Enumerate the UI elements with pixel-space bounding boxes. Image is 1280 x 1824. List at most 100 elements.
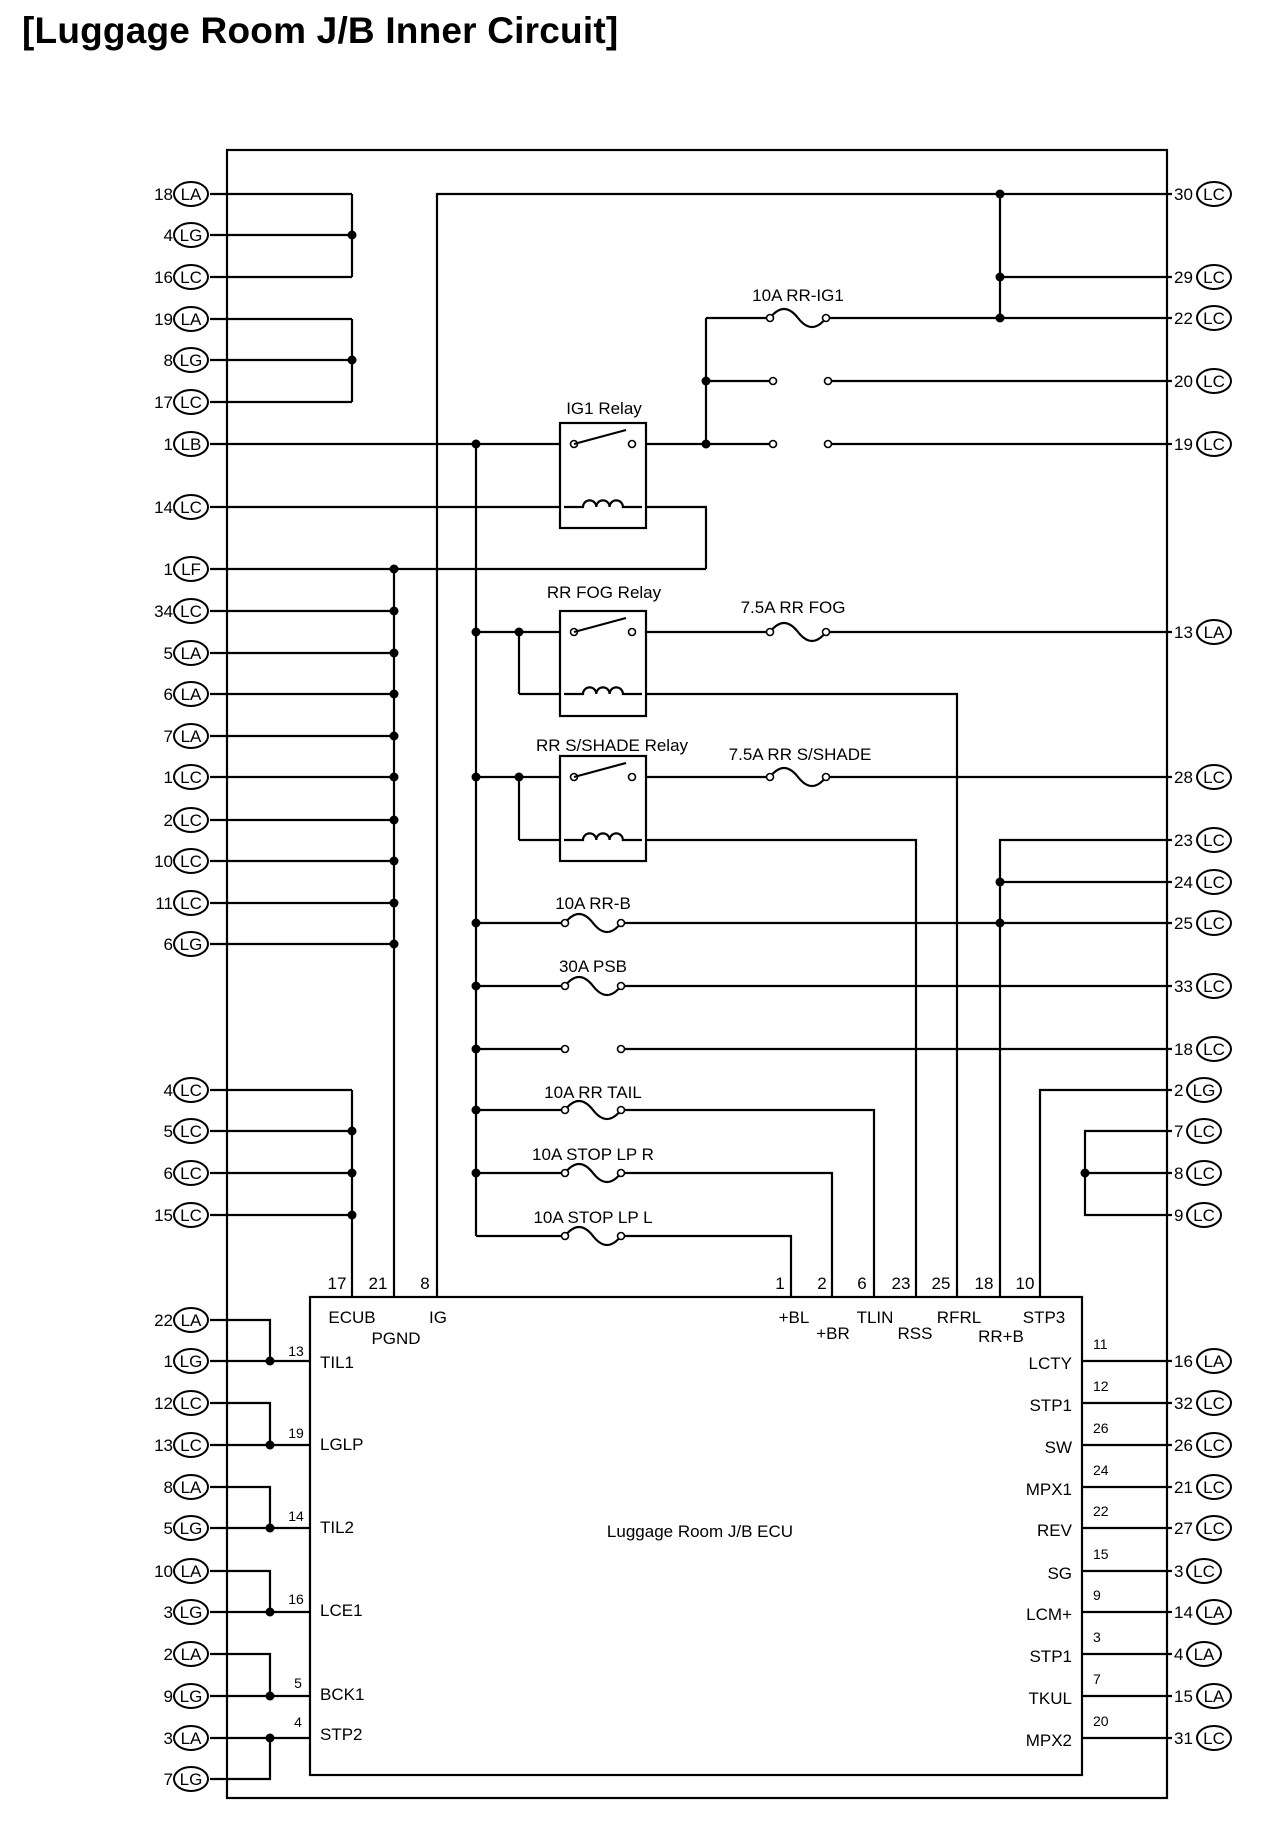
- connector-pin: 4: [164, 1081, 173, 1100]
- connector-oval: [173, 890, 209, 916]
- connector-oval: [173, 723, 209, 749]
- connector-code: LA: [181, 1311, 202, 1330]
- junction-dot: [347, 1168, 357, 1178]
- connector-label: 6 LA: [164, 681, 209, 707]
- junction-dot: [265, 1691, 275, 1701]
- connector-pin: 7: [164, 1770, 173, 1789]
- junction-dot: [265, 1356, 275, 1366]
- ecu-right-pin-label: MPX1: [1026, 1480, 1072, 1499]
- connector-code: LC: [1203, 268, 1225, 287]
- ecu-left-pin-num: 4: [294, 1714, 302, 1730]
- fuse-symbol: [564, 1099, 622, 1121]
- connector-code: LA: [181, 685, 202, 704]
- ecu-right-pin-label: REV: [1037, 1521, 1073, 1540]
- connector-pin: 19: [154, 310, 173, 329]
- connector-pin: 28: [1174, 768, 1193, 787]
- connector-oval: [173, 347, 209, 373]
- connector-code: LG: [180, 1603, 203, 1622]
- connector-pin: 22: [154, 1311, 173, 1330]
- ecu-right-pin-label: SG: [1047, 1564, 1072, 1583]
- connector-pin: 9: [1174, 1206, 1183, 1225]
- connector-pin: 25: [1174, 914, 1193, 933]
- connector-oval: [1196, 869, 1232, 895]
- connector-pin: 14: [1174, 1603, 1193, 1622]
- connector-oval: [173, 1474, 209, 1500]
- connector-code: LA: [181, 310, 202, 329]
- connector-pin: 6: [164, 935, 173, 954]
- junction-dot: [995, 877, 1005, 887]
- connector-oval: [173, 306, 209, 332]
- connector-code: LC: [1203, 1040, 1225, 1059]
- junction-dot: [1080, 1168, 1090, 1178]
- connector-pin: 20: [1174, 372, 1193, 391]
- connector-oval: [1196, 1432, 1232, 1458]
- connector-oval: [173, 431, 209, 457]
- connector-code: LC: [1193, 1164, 1215, 1183]
- connector-pin: 13: [154, 1436, 173, 1455]
- open-terminal: [616, 1044, 626, 1054]
- ecu-right-pin-num: 7: [1093, 1671, 1101, 1687]
- connector-oval: [1186, 1202, 1222, 1228]
- connector-code: LC: [180, 1394, 202, 1413]
- connector-oval: [173, 764, 209, 790]
- connector-code: LC: [180, 1436, 202, 1455]
- relay-switch-arm: [573, 761, 627, 779]
- connector-oval: [173, 807, 209, 833]
- connector-pin: 19: [1174, 435, 1193, 454]
- fuse-label-rr-fog: 7.5A RR FOG: [741, 598, 846, 617]
- connector-pin: 6: [164, 685, 173, 704]
- connector-code: LC: [180, 602, 202, 621]
- ecu-right-pin-num: 11: [1093, 1336, 1108, 1352]
- fog-relay-label: RR FOG Relay: [547, 583, 662, 602]
- connector-oval: [173, 1390, 209, 1416]
- junction-dot: [347, 355, 357, 365]
- ecu-left-pin-num: 13: [288, 1343, 304, 1359]
- wire: [646, 692, 959, 1297]
- ecu-top-pin-label: PGND: [371, 1329, 420, 1348]
- connector-oval: [1196, 431, 1232, 457]
- connector-pin: 3: [1174, 1562, 1183, 1581]
- connector-oval: [1186, 1077, 1222, 1103]
- connector-pin: 14: [154, 498, 173, 517]
- connector-oval: [1196, 1683, 1232, 1709]
- connector-pin: 18: [154, 185, 173, 204]
- connector-code: LA: [1204, 623, 1225, 642]
- connector-oval: [1196, 264, 1232, 290]
- connector-code: LA: [1204, 1603, 1225, 1622]
- connector-oval: [173, 931, 209, 957]
- connector-pin: 26: [1174, 1436, 1193, 1455]
- connector-code: LC: [1203, 1394, 1225, 1413]
- ecu-left-pin-label: BCK1: [320, 1685, 364, 1704]
- connector-code: LC: [180, 811, 202, 830]
- ecu-box: [308, 1295, 1084, 1777]
- open-terminal: [768, 376, 778, 386]
- ecu-right-pin-num: 3: [1093, 1629, 1101, 1645]
- connector-code: LC: [1203, 977, 1225, 996]
- ecu-left-pin-label: LGLP: [320, 1435, 363, 1454]
- relay-body: [558, 421, 648, 530]
- fuse-terminal: [765, 627, 775, 637]
- ecu-right-pin-label: STP1: [1029, 1396, 1072, 1415]
- ecu-top-pin-num: 6: [857, 1274, 866, 1293]
- junction-dot: [265, 1733, 275, 1743]
- connector-code: LA: [181, 644, 202, 663]
- connector-code: LC: [1193, 1206, 1215, 1225]
- relay-body: [558, 609, 648, 718]
